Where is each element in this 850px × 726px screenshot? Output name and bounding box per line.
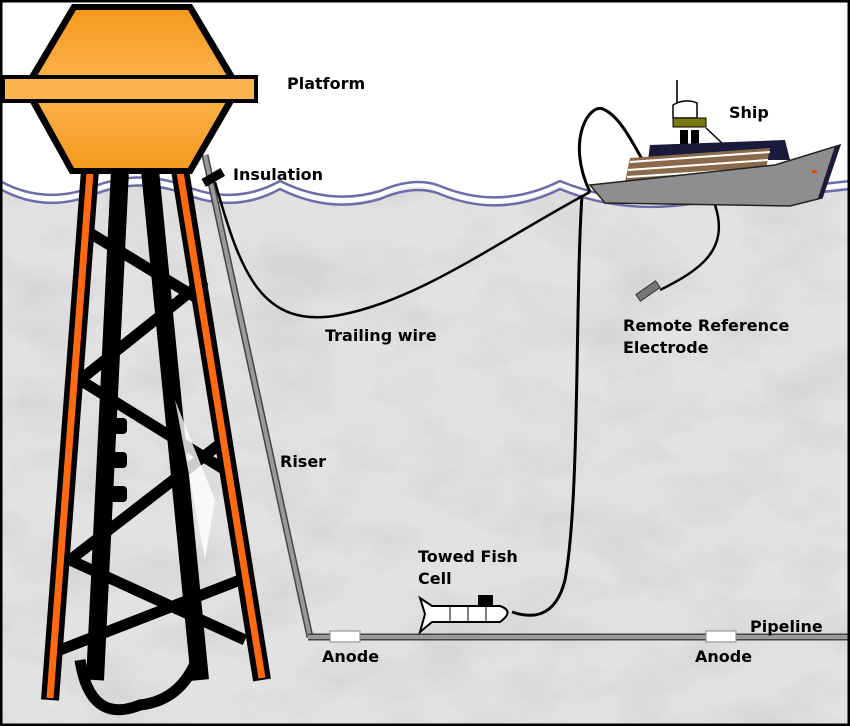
ship	[588, 80, 842, 207]
label-remote-reference: Remote Reference	[623, 316, 790, 335]
remote-electrode-cable	[659, 204, 721, 292]
trailing-wire	[213, 181, 591, 319]
anode-left-marker	[329, 630, 361, 643]
platform-jacket	[41, 168, 271, 716]
label-platform: Platform	[287, 74, 365, 93]
label-pipeline: Pipeline	[750, 617, 823, 636]
label-cell: Cell	[418, 569, 452, 588]
label-ship: Ship	[729, 103, 769, 122]
label-insulation: Insulation	[233, 165, 323, 184]
label-anode-left: Anode	[322, 647, 379, 666]
towed-fish	[418, 595, 509, 635]
riser	[201, 154, 314, 638]
label-electrode: Electrode	[623, 338, 709, 357]
label-riser: Riser	[280, 452, 326, 471]
anode-right-marker	[705, 630, 737, 643]
platform-deck	[1, 4, 258, 174]
label-anode-right: Anode	[695, 647, 752, 666]
insulation-marker	[201, 168, 226, 187]
towed-fish-cable	[511, 107, 657, 617]
remote-reference-electrode	[635, 280, 661, 302]
label-trailing-wire: Trailing wire	[325, 326, 437, 345]
label-towed-fish: Towed Fish	[418, 547, 518, 566]
